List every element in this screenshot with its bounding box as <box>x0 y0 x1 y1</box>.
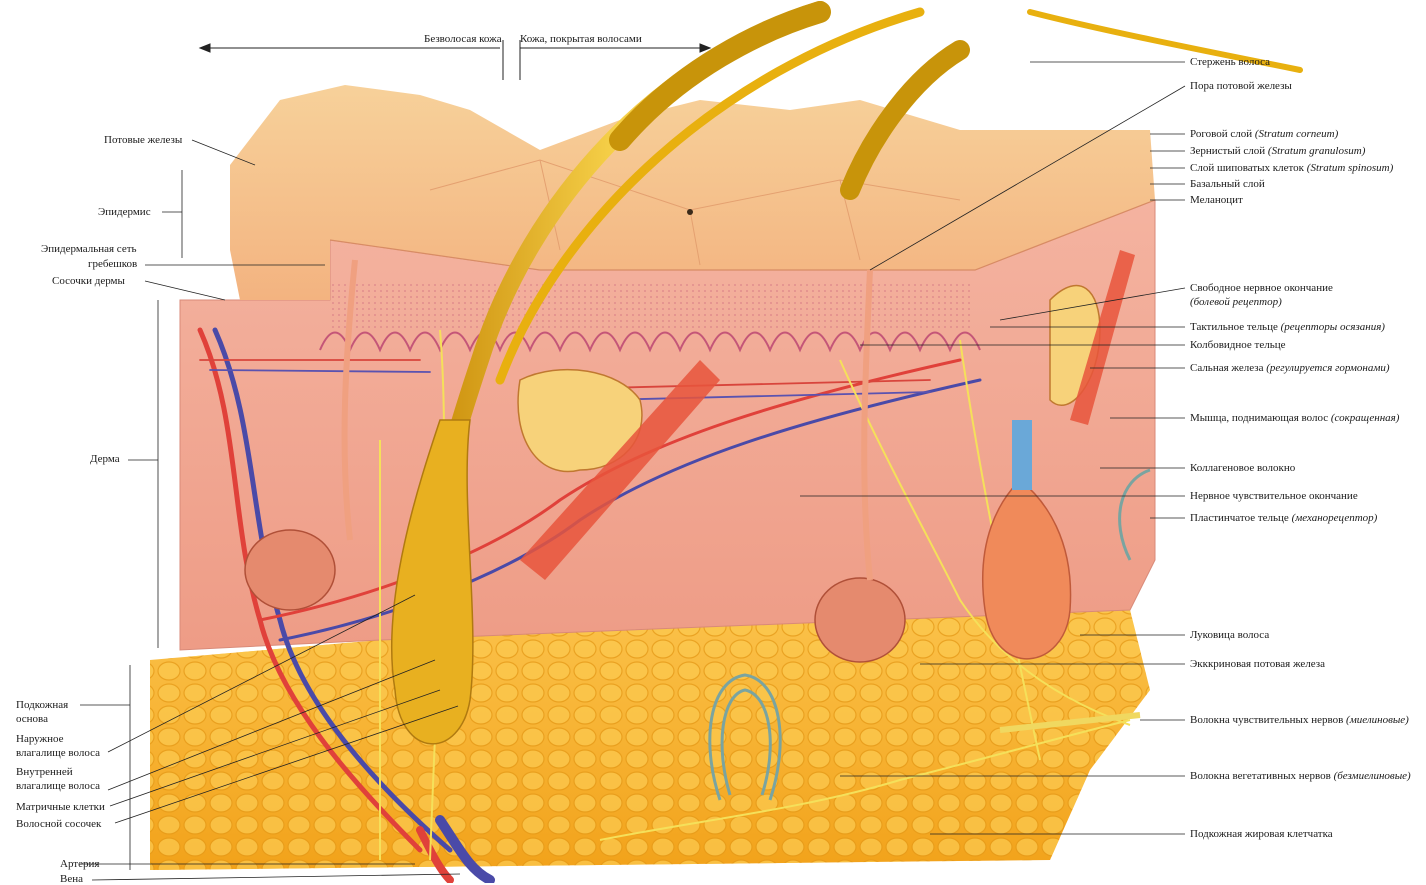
right-label-text: Зернистый слой <box>1190 145 1268 157</box>
right-label-text: Колбовидное тельце <box>1190 339 1286 351</box>
right-label-text: Роговой слой <box>1190 128 1255 140</box>
right-label-text: Луковица волоса <box>1190 629 1269 641</box>
right-label-latin: (рецепторы осязания) <box>1281 321 1385 333</box>
right-label-text: Волокна вегетативных нервов <box>1190 770 1334 782</box>
right-label-15: Пластинчатое тельце (механорецептор) <box>1190 512 1377 524</box>
label-sweat-glands: Потовые железы <box>104 134 182 146</box>
right-label-10: Колбовидное тельце <box>1190 339 1286 351</box>
right-label-text: Сальная железа <box>1190 362 1266 374</box>
label-ridge-2: гребешков <box>88 258 137 270</box>
label-matrix-cells: Матричные клетки <box>16 801 105 813</box>
right-label-latin: (болевой рецептор) <box>1190 296 1282 308</box>
label-inner-sheath-2: влагалище волоса <box>16 780 100 792</box>
right-label-11: Сальная железа (регулируется гормонами) <box>1190 362 1390 374</box>
right-label-text: Экккриновая потовая железа <box>1190 658 1325 670</box>
label-outer-sheath-2: влагалище волоса <box>16 747 100 759</box>
right-label-text: Слой шиповатых клеток <box>1190 162 1307 174</box>
right-label-13: Коллагеновое волокно <box>1190 462 1295 474</box>
right-label-text: Меланоцит <box>1190 194 1243 206</box>
right-label-14: Нервное чувствительное окончание <box>1190 490 1358 502</box>
right-label-6: Меланоцит <box>1190 194 1243 206</box>
right-label-text: Подкожная жировая клетчатка <box>1190 828 1333 840</box>
right-label-text: Пора потовой железы <box>1190 80 1292 92</box>
label-epidermis: Эпидермис <box>98 206 151 218</box>
right-label-text: Пластинчатое тельце <box>1190 512 1292 524</box>
right-label-text: Волокна чувствительных нервов <box>1190 714 1346 726</box>
right-label-16: Луковица волоса <box>1190 629 1269 641</box>
label-hypodermis-2: основа <box>16 713 48 725</box>
right-label-latin: (сокращенная) <box>1331 412 1400 424</box>
label-dermal-papillae: Сосочки дермы <box>52 275 125 287</box>
right-label-latin: (безмиелиновые) <box>1334 770 1411 782</box>
right-label-text: Коллагеновое волокно <box>1190 462 1295 474</box>
right-label-8: (болевой рецептор) <box>1190 296 1282 308</box>
right-label-19: Волокна вегетативных нервов (безмиелинов… <box>1190 770 1411 782</box>
right-label-17: Экккриновая потовая железа <box>1190 658 1325 670</box>
label-hair-papilla: Волосной сосочек <box>16 818 101 830</box>
spinous-layer-texture <box>330 280 970 330</box>
right-label-5: Базальный слой <box>1190 178 1265 190</box>
right-label-latin: (механорецептор) <box>1292 512 1378 524</box>
label-ridge-1: Эпидермальная сеть <box>41 243 137 255</box>
right-label-1: Пора потовой железы <box>1190 80 1292 92</box>
right-label-text: Тактильное тельце <box>1190 321 1281 333</box>
right-label-12: Мышца, поднимающая волос (сокращенная) <box>1190 412 1399 424</box>
label-vein: Вена <box>60 873 83 885</box>
label-hypodermis-1: Подкожная <box>16 699 68 711</box>
right-label-latin: (Stratum granulosum) <box>1268 145 1365 157</box>
right-label-latin: (Stratum corneum) <box>1255 128 1338 140</box>
right-label-text: Мышца, поднимающая волос <box>1190 412 1331 424</box>
right-label-20: Подкожная жировая клетчатка <box>1190 828 1333 840</box>
right-label-latin: (миелиновые) <box>1346 714 1409 726</box>
right-label-latin: (Stratum spinosum) <box>1307 162 1393 174</box>
right-label-text: Свободное нервное окончание <box>1190 282 1333 294</box>
label-dermis: Дерма <box>90 453 120 465</box>
header-arrows <box>200 40 710 80</box>
right-label-9: Тактильное тельце (рецепторы осязания) <box>1190 321 1385 333</box>
hairless-skin-label: Безволосая кожа <box>424 33 502 45</box>
right-label-18: Волокна чувствительных нервов (миелиновы… <box>1190 714 1409 726</box>
hairy-skin-label: Кожа, покрытая волосами <box>520 33 642 45</box>
right-label-latin: (регулируется гормонами) <box>1266 362 1389 374</box>
label-artery: Артерия <box>60 858 99 870</box>
right-label-text: Нервное чувствительное окончание <box>1190 490 1358 502</box>
right-label-7: Свободное нервное окончание <box>1190 282 1333 294</box>
right-label-0: Стержень волоса <box>1190 56 1270 68</box>
right-label-3: Зернистый слой (Stratum granulosum) <box>1190 145 1365 157</box>
right-label-4: Слой шиповатых клеток (Stratum spinosum) <box>1190 162 1393 174</box>
right-label-2: Роговой слой (Stratum corneum) <box>1190 128 1338 140</box>
label-inner-sheath-1: Внутренней <box>16 766 73 778</box>
right-label-text: Базальный слой <box>1190 178 1265 190</box>
right-label-text: Стержень волоса <box>1190 56 1270 68</box>
label-outer-sheath-1: Наружное <box>16 733 64 745</box>
